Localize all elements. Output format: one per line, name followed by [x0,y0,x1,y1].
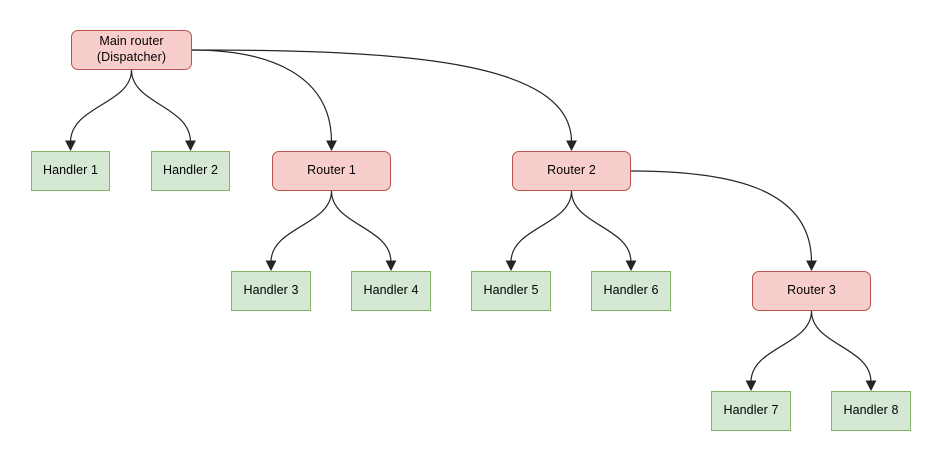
node-handler-8[interactable]: Handler 8 [831,391,911,431]
edge-router-3-to-handler-8 [810,310,877,392]
edge-router-3-to-handler-7-arrowhead-icon [745,380,757,392]
edge-router-2-to-router-3-arrowhead-icon [806,260,817,272]
node-label-router-2: Router 2 [547,163,596,178]
node-handler-7[interactable]: Handler 7 [711,391,791,431]
edge-main-to-router-2-arrowhead-icon [566,140,577,152]
node-label-handler-3: Handler 3 [243,283,299,298]
edge-main-to-handler-2-line [130,69,192,143]
edge-router-1-to-handler-3-arrowhead-icon [265,260,277,272]
node-handler-5[interactable]: Handler 5 [471,271,551,311]
node-router-2[interactable]: Router 2 [512,151,631,191]
node-label-handler-6: Handler 6 [603,283,659,298]
node-router-1[interactable]: Router 1 [272,151,391,191]
node-label-main-router: Main router (Dispatcher) [96,34,167,64]
edge-main-to-handler-1 [65,69,133,152]
edge-router-3-to-handler-8-line [810,310,872,383]
edge-router-1-to-handler-4-line [330,190,392,263]
edge-main-to-handler-1-arrowhead-icon [65,140,76,152]
edge-router-2-to-router-3-line [630,170,813,263]
edge-router-1-to-handler-3-line [270,190,333,263]
edge-router-2-to-handler-5-line [510,190,573,263]
node-label-handler-4: Handler 4 [363,283,419,298]
edge-main-to-router-1-arrowhead-icon [326,140,337,152]
edge-router-1-to-handler-3 [265,190,333,272]
edge-router-2-to-handler-6-arrowhead-icon [625,260,637,272]
node-router-3[interactable]: Router 3 [752,271,871,311]
node-label-router-3: Router 3 [787,283,836,298]
node-label-handler-1: Handler 1 [42,163,99,178]
node-handler-1[interactable]: Handler 1 [31,151,110,191]
edge-main-to-router-2-line [191,49,573,143]
edge-router-3-to-handler-7 [745,310,813,392]
edge-router-1-to-handler-4-arrowhead-icon [385,260,397,272]
edge-router-2-to-router-3 [630,170,817,272]
node-label-handler-5: Handler 5 [483,283,539,298]
edge-router-2-to-handler-6-line [570,190,632,263]
edge-main-to-router-1 [191,49,337,152]
edge-router-2-to-handler-5-arrowhead-icon [505,260,517,272]
edge-router-2-to-handler-6 [570,190,637,272]
edge-router-2-to-handler-5 [505,190,573,272]
node-label-router-1: Router 1 [307,163,356,178]
edge-main-to-router-2 [191,49,577,152]
edge-main-to-router-1-line [191,49,333,143]
node-handler-2[interactable]: Handler 2 [151,151,230,191]
edge-router-1-to-handler-4 [330,190,397,272]
node-handler-6[interactable]: Handler 6 [591,271,671,311]
edge-router-3-to-handler-7-line [750,310,813,383]
edge-main-to-handler-1-line [69,69,133,143]
node-label-handler-2: Handler 2 [162,163,219,178]
node-handler-4[interactable]: Handler 4 [351,271,431,311]
edge-router-3-to-handler-8-arrowhead-icon [865,380,877,392]
edge-main-to-handler-2 [130,69,196,152]
node-label-handler-7: Handler 7 [723,403,779,418]
node-handler-3[interactable]: Handler 3 [231,271,311,311]
edge-main-to-handler-2-arrowhead-icon [185,140,196,152]
node-label-handler-8: Handler 8 [843,403,899,418]
node-main-router[interactable]: Main router (Dispatcher) [71,30,192,70]
